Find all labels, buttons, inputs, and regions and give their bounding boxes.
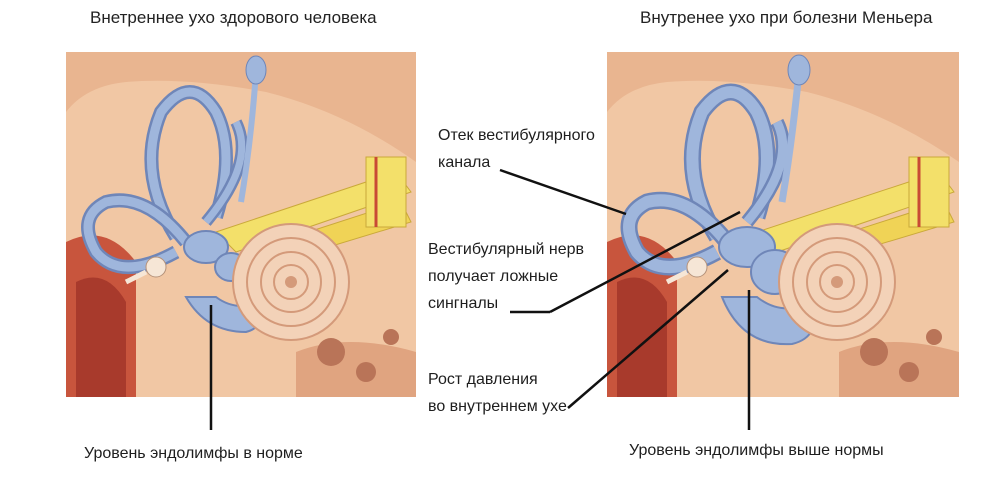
edema-label-line-1: Отек вестибулярного [438,127,595,144]
left-title: Внетреннее ухо здорового человека [90,8,377,27]
edema-label-line-2: канала [438,154,491,171]
left-endolymph-label: Уровень эндолимфы в норме [84,445,303,462]
nerve-pointer-line [549,210,741,314]
right-title: Внутренее ухо при болезни Меньера [640,8,933,27]
nerve-label-line-3: сингналы [428,295,499,312]
pressure-line [567,269,729,409]
edema-label: Отек вестибулярного канала [438,122,595,176]
nerve-label: Вестибулярный нерв получает ложные сингн… [428,236,584,317]
menieres-ear-illustration [607,52,959,397]
nerve-label-line-1: Вестибулярный нерв [428,241,585,258]
pressure-label-line-1: Рост давления [428,371,538,388]
nerve-label-line-2: получает ложные [428,268,559,285]
pressure-label: Рост давления во внутреннем ухе [428,366,567,420]
pressure-label-line-2: во внутреннем ухе [428,398,567,415]
edema-line [499,168,627,216]
healthy-ear-illustration [66,52,416,397]
right-endolymph-label: Уровень эндолимфы выше нормы [629,442,884,459]
